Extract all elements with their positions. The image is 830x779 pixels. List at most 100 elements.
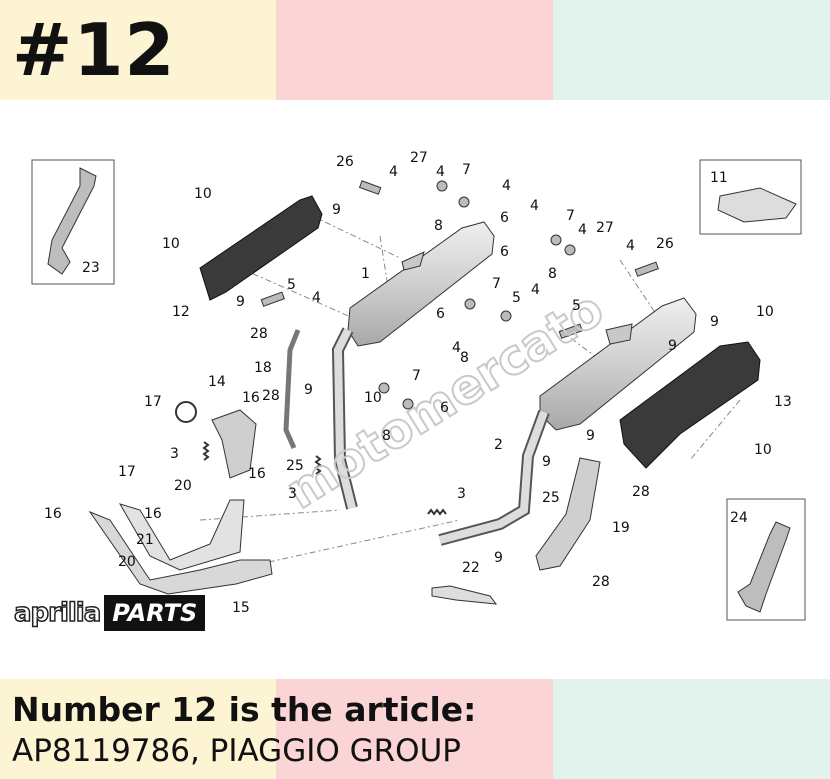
band-mint <box>553 679 830 779</box>
band-mint <box>553 0 830 100</box>
callout: 15 <box>232 600 250 616</box>
top-color-band <box>0 0 830 100</box>
callout: 4 <box>626 238 635 254</box>
callout: 10 <box>364 390 382 406</box>
callout: 28 <box>262 388 280 404</box>
callout: 1 <box>361 266 370 282</box>
callout: 4 <box>530 198 539 214</box>
callout: 19 <box>612 520 630 536</box>
callout: 9 <box>236 294 245 310</box>
bracket-23-shape <box>47 167 97 275</box>
callout: 28 <box>592 574 610 590</box>
callout: 7 <box>492 276 501 292</box>
collector-14 <box>211 409 257 479</box>
aprilia-parts-logo: aprilia PARTS <box>13 592 206 634</box>
callout: 13 <box>774 394 792 410</box>
callout: 28 <box>250 326 268 342</box>
callout: 27 <box>596 220 614 236</box>
callout: 6 <box>500 244 509 260</box>
callout: 5 <box>572 298 581 314</box>
callout: 17 <box>118 464 136 480</box>
callout: 16 <box>242 390 260 406</box>
bottom-color-band <box>0 679 830 779</box>
callout: 23 <box>82 260 100 276</box>
callout: 4 <box>389 164 398 180</box>
callout: 24 <box>730 510 748 526</box>
callout: 8 <box>382 428 391 444</box>
callout: 8 <box>548 266 557 282</box>
spring-3-right <box>427 508 447 516</box>
callout: 6 <box>436 306 445 322</box>
callout: 4 <box>531 282 540 298</box>
band-pink <box>276 0 553 100</box>
spring-3-mid <box>314 455 322 475</box>
callout: 2 <box>494 437 503 453</box>
callout: 17 <box>144 394 162 410</box>
muffler-1 <box>347 221 495 347</box>
part-number-heading: #12 <box>12 8 176 92</box>
callout: 18 <box>254 360 272 376</box>
callout: 3 <box>170 446 179 462</box>
callout: 10 <box>162 236 180 252</box>
exhaust-parts-diagram: motomercato 1 2 3 3 3 4 4 4 4 4 4 4 4 4 … <box>31 150 806 621</box>
callout: 10 <box>756 304 774 320</box>
callout: 11 <box>710 170 728 186</box>
callout: 25 <box>542 490 560 506</box>
callout: 22 <box>462 560 480 576</box>
inset-box-23 <box>31 159 115 285</box>
callout: 9 <box>668 338 677 354</box>
callout: 5 <box>512 290 521 306</box>
callout: 8 <box>460 350 469 366</box>
band-pink <box>276 679 553 779</box>
callout: 9 <box>710 314 719 330</box>
callout: 4 <box>502 178 511 194</box>
callout: 3 <box>457 486 466 502</box>
callout: 8 <box>434 218 443 234</box>
callout: 3 <box>288 486 297 502</box>
callout: 4 <box>436 164 445 180</box>
article-caption-line2: AP8119786, PIAGGIO GROUP <box>12 733 461 769</box>
header-15 <box>88 510 273 595</box>
callout: 10 <box>194 186 212 202</box>
band-yellow <box>0 0 276 100</box>
callout: 14 <box>208 374 226 390</box>
callout: 4 <box>578 222 587 238</box>
callout: 4 <box>312 290 321 306</box>
callout: 26 <box>656 236 674 252</box>
callout: 27 <box>410 150 428 166</box>
callout: 9 <box>332 202 341 218</box>
band-yellow <box>0 679 276 779</box>
callout: 9 <box>542 454 551 470</box>
logo-box: PARTS <box>104 595 206 631</box>
heat-shield-12 <box>199 195 323 301</box>
bracket-24-shape <box>737 521 791 613</box>
clip-11-shape <box>717 187 797 223</box>
callout: 5 <box>287 277 296 293</box>
callout: 7 <box>566 208 575 224</box>
callout: 28 <box>632 484 650 500</box>
callout: 26 <box>336 154 354 170</box>
callout: 16 <box>248 466 266 482</box>
spring-3-left <box>202 441 210 461</box>
callout: 6 <box>500 210 509 226</box>
callout: 16 <box>144 506 162 522</box>
callout: 9 <box>494 550 503 566</box>
callout: 20 <box>174 478 192 494</box>
article-caption-line1: Number 12 is the article: <box>12 690 477 729</box>
callout-labels: 1 2 3 3 3 4 4 4 4 4 4 4 4 4 5 5 5 6 6 6 … <box>44 150 792 616</box>
callout: 9 <box>586 428 595 444</box>
callout: 12 <box>172 304 190 320</box>
logo-word: aprilia <box>13 597 102 629</box>
callout: 4 <box>452 340 461 356</box>
heat-shield-13 <box>619 341 761 469</box>
bracket-19 <box>535 457 601 571</box>
callout: 7 <box>412 368 421 384</box>
callout: 25 <box>286 458 304 474</box>
callout: 7 <box>462 162 471 178</box>
callout: 20 <box>118 554 136 570</box>
callout: 6 <box>440 400 449 416</box>
callout: 10 <box>754 442 772 458</box>
sensor-22 <box>431 585 498 605</box>
callout: 16 <box>44 506 62 522</box>
callout: 21 <box>136 532 154 548</box>
